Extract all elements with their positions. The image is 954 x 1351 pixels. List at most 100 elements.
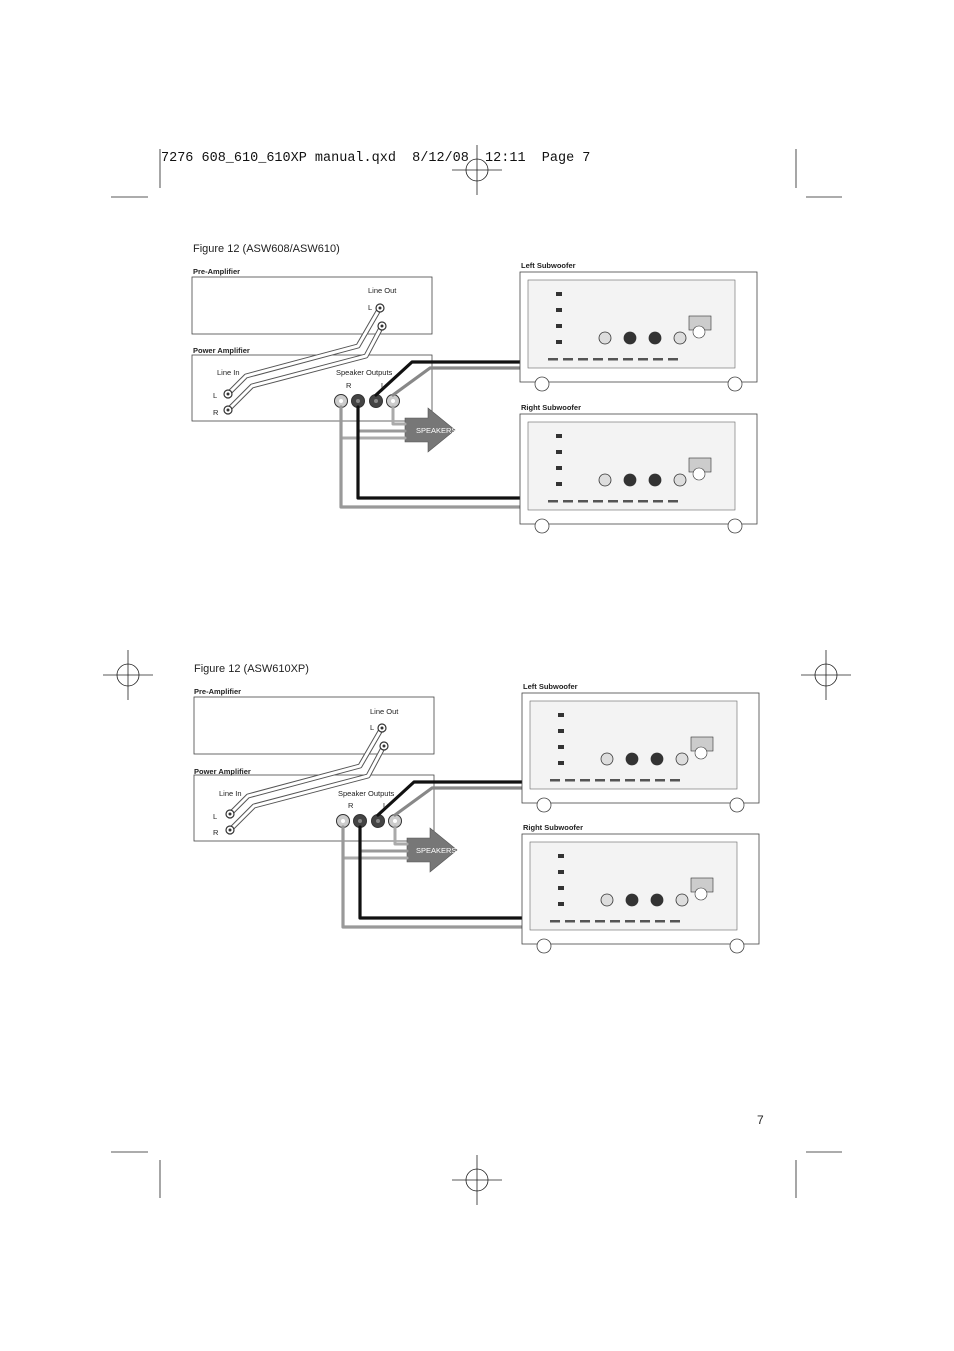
rca-cable-inner bbox=[228, 726, 384, 816]
left-sub-1-foot bbox=[534, 376, 550, 392]
line-in-l-2: L bbox=[213, 812, 218, 821]
rca-plug-center bbox=[382, 744, 386, 748]
power-amplifier-label-2: Power Amplifier bbox=[194, 767, 251, 776]
right-sub-2-switch bbox=[558, 854, 564, 858]
rca-plug-center bbox=[228, 828, 232, 832]
left-sub-1-switch bbox=[556, 308, 562, 312]
power-amplifier-label-1: Power Amplifier bbox=[193, 346, 250, 355]
speaker-terminal-center bbox=[376, 819, 380, 823]
line-in-label-1: Line In bbox=[217, 368, 240, 377]
left-sub-1-level-terminal bbox=[648, 331, 662, 345]
speaker-terminal-center bbox=[339, 399, 343, 403]
left-sub-2-trim bbox=[565, 779, 575, 782]
right-sub-1-trim bbox=[578, 500, 588, 503]
speaker-out-r-2: R bbox=[348, 801, 354, 810]
file-slug: 7276 608_610_610XP manual.qxd 8/12/08 12… bbox=[161, 151, 591, 166]
left-sub-1-switch bbox=[556, 340, 562, 344]
left-sub-2-trim bbox=[640, 779, 650, 782]
right-sub-1-trim bbox=[593, 500, 603, 503]
right-sub-1-trim bbox=[638, 500, 648, 503]
right-sub-1-level-terminal bbox=[623, 473, 637, 487]
left-sub-2-trim bbox=[670, 779, 680, 782]
rca-cable-inner bbox=[228, 744, 386, 832]
figure-title-2: Figure 12 (ASW610XP) bbox=[194, 663, 309, 675]
left-sub-2-level-terminal bbox=[675, 752, 689, 766]
left-subwoofer-label-1: Left Subwoofer bbox=[521, 261, 576, 270]
right-sub-2-level-terminal bbox=[650, 893, 664, 907]
right-sub-2-foot bbox=[536, 938, 552, 954]
speakers-arrow-label-2: SPEAKERS bbox=[416, 846, 457, 855]
left-sub-1-trim bbox=[548, 358, 558, 361]
rca-plug-center bbox=[228, 812, 232, 816]
right-sub-1-switch bbox=[556, 434, 562, 438]
left-sub-2-switch bbox=[558, 745, 564, 749]
right-sub-2-switch bbox=[558, 886, 564, 890]
right-sub-1-switch bbox=[556, 466, 562, 470]
speaker-terminal-center bbox=[374, 399, 378, 403]
right-sub-1-trim bbox=[668, 500, 678, 503]
speaker-out-r-1: R bbox=[346, 381, 352, 390]
left-sub-1-level-terminal bbox=[623, 331, 637, 345]
right-sub-2-switch bbox=[558, 870, 564, 874]
right-sub-2-foot bbox=[729, 938, 745, 954]
line-out-l-1: L bbox=[368, 303, 373, 312]
right-sub-2-fuse bbox=[694, 887, 708, 901]
speakers-arrow bbox=[406, 827, 458, 873]
right-sub-2-trim bbox=[625, 920, 635, 923]
right-sub-1-trim bbox=[563, 500, 573, 503]
speaker-wire-grey bbox=[391, 405, 407, 426]
rca-plug-center bbox=[380, 726, 384, 730]
line-in-r-1: R bbox=[213, 408, 219, 417]
line-in-l-1: L bbox=[213, 391, 218, 400]
left-sub-1-trim bbox=[578, 358, 588, 361]
left-sub-2-switch bbox=[558, 713, 564, 717]
right-sub-2-trim bbox=[670, 920, 680, 923]
line-out-label-1: Line Out bbox=[368, 286, 397, 295]
right-sub-2-level-terminal bbox=[675, 893, 689, 907]
line-in-label-2: Line In bbox=[219, 789, 242, 798]
left-sub-2-foot bbox=[729, 797, 745, 813]
left-sub-1-switch bbox=[556, 292, 562, 296]
right-sub-2-trim bbox=[580, 920, 590, 923]
speaker-terminal-center bbox=[341, 819, 345, 823]
rca-plug-center bbox=[380, 324, 384, 328]
right-sub-1-level-terminal bbox=[648, 473, 662, 487]
pre-amplifier-label-2: Pre-Amplifier bbox=[194, 687, 242, 696]
right-sub-1-foot bbox=[534, 518, 550, 534]
left-sub-1-foot bbox=[727, 376, 743, 392]
rca-plug-center bbox=[226, 392, 230, 396]
speakers-arrow-label-1: SPEAKERS bbox=[416, 426, 457, 435]
right-sub-1-switch bbox=[556, 450, 562, 454]
left-sub-2-foot bbox=[536, 797, 552, 813]
right-sub-2-trim bbox=[610, 920, 620, 923]
right-sub-1-level-terminal bbox=[598, 473, 612, 487]
left-sub-2-trim bbox=[550, 779, 560, 782]
line-out-l-2: L bbox=[370, 723, 375, 732]
speaker-out-l-1: L bbox=[381, 381, 386, 390]
figure-title-1: Figure 12 (ASW608/ASW610) bbox=[193, 243, 340, 255]
left-sub-1-trim bbox=[653, 358, 663, 361]
left-sub-1-trim bbox=[593, 358, 603, 361]
rca-cable-inner bbox=[226, 306, 382, 396]
left-sub-1-level-terminal bbox=[598, 331, 612, 345]
left-sub-2-switch bbox=[558, 729, 564, 733]
speaker-terminal-center bbox=[358, 819, 362, 823]
speakers-arrow bbox=[404, 407, 456, 453]
speaker-out-l-2: L bbox=[383, 801, 388, 810]
left-sub-2-level-terminal bbox=[600, 752, 614, 766]
left-sub-1-trim bbox=[623, 358, 633, 361]
left-sub-2-trim bbox=[595, 779, 605, 782]
speaker-outputs-label-2: Speaker Outputs bbox=[338, 789, 395, 798]
left-sub-1-trim bbox=[608, 358, 618, 361]
pre-amplifier-label-1: Pre-Amplifier bbox=[193, 267, 241, 276]
right-sub-2-trim bbox=[595, 920, 605, 923]
line-out-label-2: Line Out bbox=[370, 707, 399, 716]
right-sub-2-trim bbox=[640, 920, 650, 923]
right-sub-2-trim bbox=[550, 920, 560, 923]
left-sub-1-trim bbox=[563, 358, 573, 361]
right-sub-1-switch bbox=[556, 482, 562, 486]
left-sub-2-level-terminal bbox=[650, 752, 664, 766]
left-sub-1-fuse bbox=[692, 325, 706, 339]
rca-cable-inner bbox=[226, 324, 384, 412]
